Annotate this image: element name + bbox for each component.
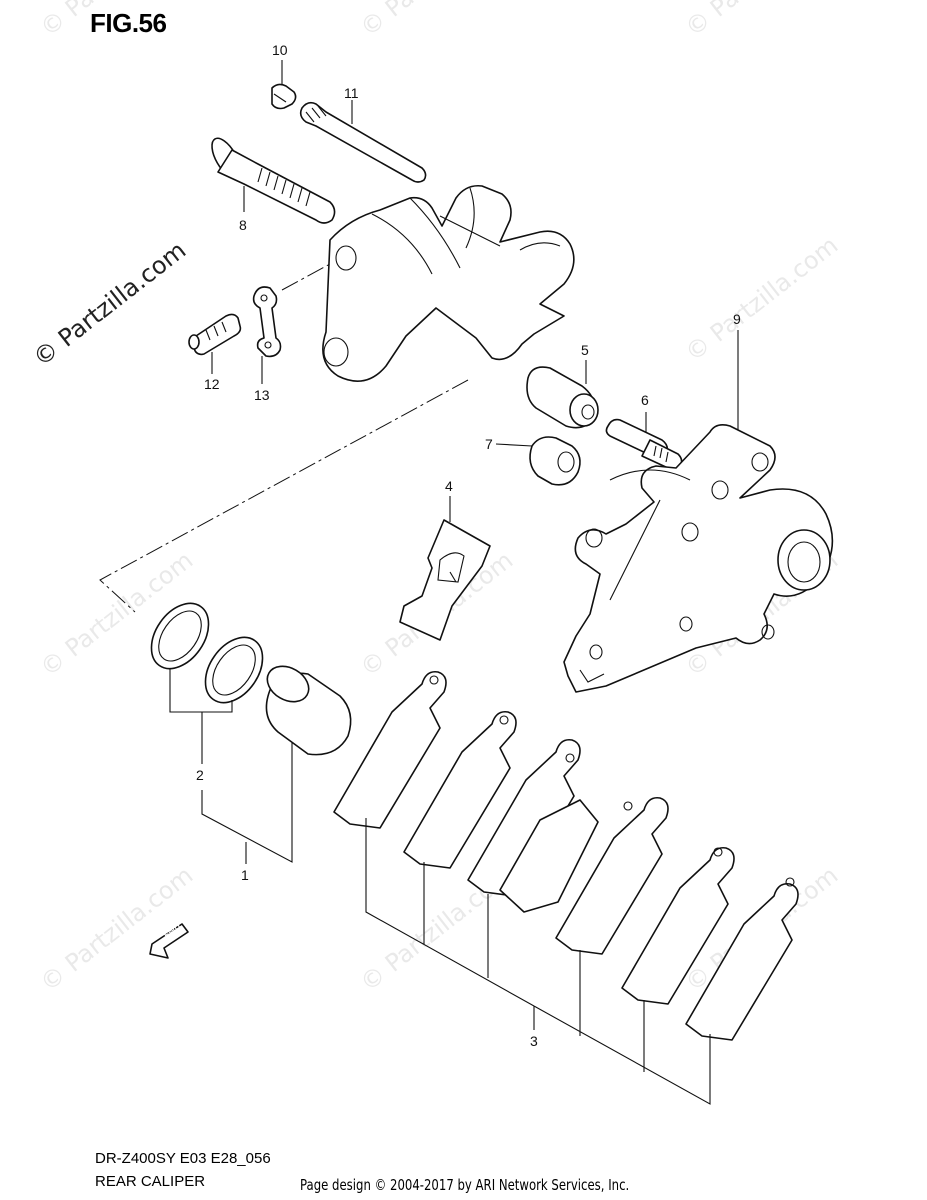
figure-title: FIG.56 <box>90 8 167 38</box>
callout-4: 4 <box>445 478 453 494</box>
section-name: REAR CALIPER <box>95 1173 206 1190</box>
fwd-direction-arrow: FWD <box>149 922 189 959</box>
callout-6: 6 <box>641 392 649 408</box>
part-3-brake-pads[interactable] <box>333 670 799 1041</box>
callout-5: 5 <box>581 342 589 358</box>
page-credit: Page design © 2004-2017 by ARI Network S… <box>300 1176 630 1194</box>
callout-9: 9 <box>733 311 741 327</box>
part-13-clip[interactable] <box>252 286 282 358</box>
part-6-pin-bolt[interactable] <box>605 418 683 471</box>
part-8-bolt[interactable] <box>206 134 336 224</box>
part-5-sleeve[interactable] <box>526 366 599 429</box>
callout-12: 12 <box>204 376 220 392</box>
part-12-bleeder[interactable] <box>188 313 242 356</box>
assembly-line <box>99 379 469 613</box>
part-4-spring[interactable] <box>399 519 491 641</box>
part-9-caliper-holder[interactable] <box>563 424 834 693</box>
callout-13: 13 <box>254 387 270 403</box>
model-code: DR-Z400SY E03 E28_056 <box>95 1150 271 1167</box>
callout-2: 2 <box>196 767 204 783</box>
assembly-line <box>281 263 331 291</box>
part-10-cap[interactable] <box>271 83 297 110</box>
callout-1: 1 <box>241 867 249 883</box>
callout-8: 8 <box>239 217 247 233</box>
callout-7: 7 <box>485 436 493 452</box>
caliper-bracket-upper[interactable] <box>322 184 575 382</box>
callout-3: 3 <box>530 1033 538 1049</box>
callout-10: 10 <box>272 42 288 58</box>
callout-11: 11 <box>344 85 359 101</box>
part-11-pin[interactable] <box>299 101 427 183</box>
leader-lines <box>169 60 739 1105</box>
part-2-seals[interactable] <box>140 593 275 714</box>
part-7-boot[interactable] <box>529 436 581 486</box>
piston[interactable] <box>261 659 352 756</box>
